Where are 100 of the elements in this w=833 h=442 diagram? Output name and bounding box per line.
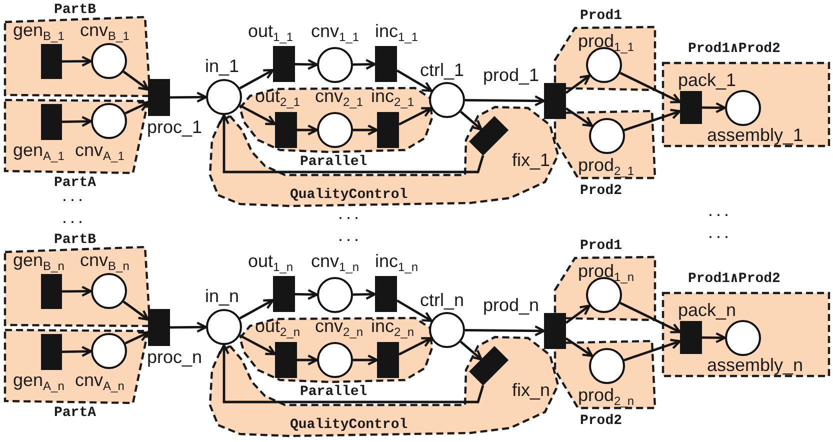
transition-bar <box>148 309 170 346</box>
arrow <box>565 304 591 324</box>
transition-label: gen$_{A_1}$ <box>13 140 64 160</box>
place-label: prod$_{1_n}$ <box>578 261 634 281</box>
place-label: cnv$_{B_n}$ <box>80 250 130 270</box>
arrow <box>565 337 594 357</box>
transition-label: gen$_{A_n}$ <box>13 370 64 390</box>
place-label: cnv$_{2_1}$ <box>315 86 364 106</box>
transition-bar <box>273 46 295 82</box>
group-title: PartB <box>54 232 96 248</box>
place-label: in_1 <box>205 56 240 76</box>
arrow <box>218 344 484 404</box>
place-circle <box>429 312 465 348</box>
arrow <box>239 104 276 126</box>
transition-bar <box>375 46 397 82</box>
place-label: cnv$_{1_n}$ <box>311 251 360 271</box>
place-label: in_n <box>205 286 240 306</box>
transition-bar <box>273 276 295 312</box>
place-label: ctrl_n <box>420 290 464 310</box>
transition-bar <box>377 342 399 378</box>
transition-bar <box>41 104 62 140</box>
arrow <box>218 114 484 174</box>
arrow <box>620 302 682 334</box>
ellipsis: ... <box>708 201 732 219</box>
transition-label: inc$_{1_1}$ <box>375 21 418 41</box>
transition-label: inc$_{1_n}$ <box>375 251 418 271</box>
arrow <box>62 116 92 127</box>
transition-bar <box>544 83 566 119</box>
arrow <box>624 108 682 132</box>
group-title: QualityControl <box>290 187 408 203</box>
arrow <box>352 58 376 70</box>
transition-bar <box>544 313 566 349</box>
place-label: cnv$_{B_1}$ <box>80 20 130 40</box>
arrow <box>353 354 378 366</box>
transition-label: gen$_{B_1}$ <box>13 20 64 40</box>
transition-label: inc$_{2_n}$ <box>371 316 414 336</box>
arrow <box>702 332 726 344</box>
group-title: Prod1 <box>580 238 622 254</box>
group-title: Prod1∧Prod2 <box>688 271 780 287</box>
transition-bar <box>275 342 297 378</box>
group-title: PartA <box>54 405 96 421</box>
arrow <box>353 124 378 136</box>
arrow <box>239 334 276 356</box>
place-label: assembly_1 <box>707 125 804 145</box>
transition-label: prod_1 <box>483 65 540 85</box>
transition-bar <box>375 276 397 312</box>
place-label: ctrl_1 <box>420 60 464 80</box>
transition-label: out$_{1_n}$ <box>248 251 294 271</box>
place-circle <box>206 79 242 115</box>
arrow <box>398 107 432 126</box>
arrow <box>396 299 433 322</box>
place-label: prod$_{2_n}$ <box>578 385 634 405</box>
transition-bar <box>680 321 702 354</box>
ellipsis: ... <box>338 204 362 222</box>
transition-bar <box>148 79 170 116</box>
transition-label: fix_1 <box>512 150 550 170</box>
transition-label: pack_1 <box>678 70 736 90</box>
place-label: cnv$_{A_1}$ <box>75 140 124 160</box>
arrow <box>239 68 274 90</box>
arrow <box>460 110 482 131</box>
arrow <box>62 56 92 67</box>
arrow <box>122 70 150 91</box>
transition-bar <box>41 274 62 309</box>
arrow <box>297 354 318 366</box>
group-title: QualityControl <box>290 417 408 433</box>
arrow <box>398 337 432 356</box>
arrow <box>565 74 591 94</box>
transition-bar <box>275 112 297 148</box>
arrow <box>464 325 546 336</box>
group-title: Prod1 <box>580 8 622 24</box>
transition-label: inc$_{2_1}$ <box>371 86 414 106</box>
ellipsis: ... <box>708 223 732 241</box>
transition-bar <box>41 334 62 370</box>
arrow <box>460 340 482 361</box>
place-circle <box>429 82 465 118</box>
arrow <box>294 58 318 70</box>
transition-label: gen$_{B_n}$ <box>13 250 64 270</box>
place-circle <box>317 277 353 313</box>
arrow <box>239 299 274 320</box>
group-title: Prod2 <box>580 413 622 429</box>
transition-label: fix_n <box>512 380 550 400</box>
arrow <box>565 107 594 127</box>
arrow <box>124 101 150 114</box>
transition-bar <box>41 44 62 79</box>
arrow <box>352 288 376 300</box>
arrow <box>122 300 150 321</box>
transition-label: proc_1 <box>147 117 202 137</box>
group-title: Parallel <box>300 154 368 170</box>
arrow <box>297 124 318 136</box>
arrow <box>464 95 546 106</box>
arrow <box>702 102 726 114</box>
transition-label: pack_n <box>678 300 736 320</box>
transition-label: prod_n <box>483 295 540 315</box>
arrow <box>396 69 433 92</box>
place-label: cnv$_{1_1}$ <box>311 21 360 41</box>
place-label: assembly_n <box>707 355 804 375</box>
place-circle <box>317 47 353 83</box>
place-label: cnv$_{A_n}$ <box>75 370 124 390</box>
arrow <box>62 286 92 297</box>
arrow <box>294 288 318 300</box>
